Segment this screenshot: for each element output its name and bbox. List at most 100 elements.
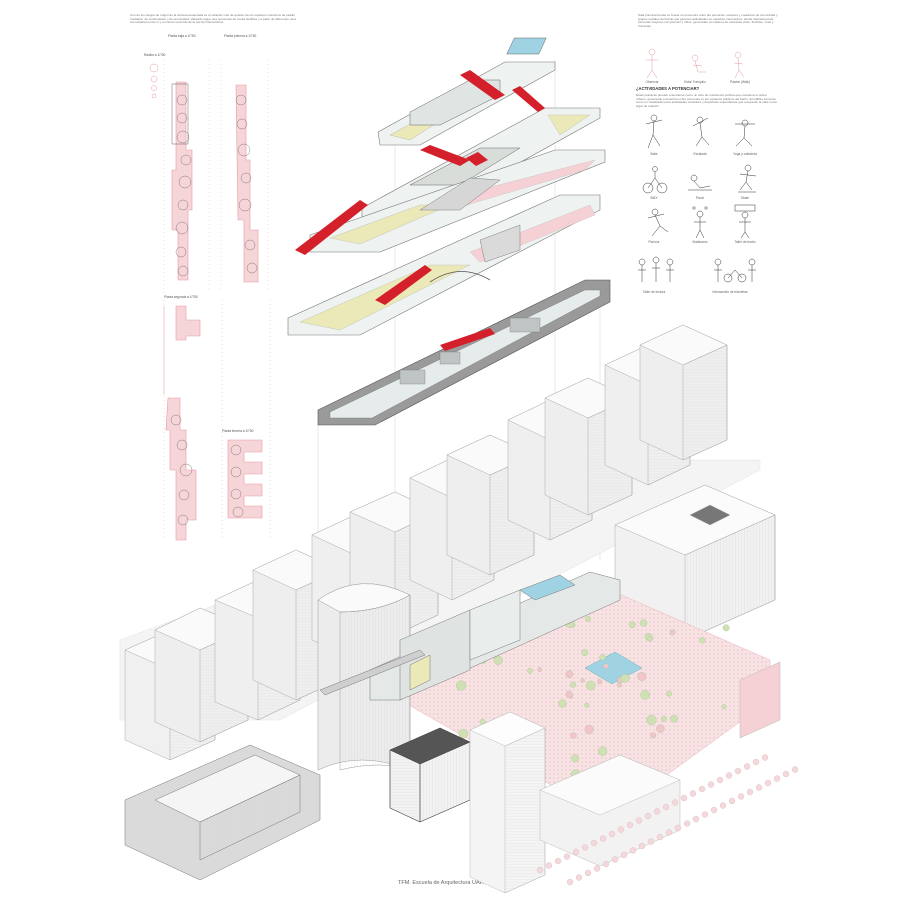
exploded-axonometric: [287, 37, 611, 560]
tree: [458, 729, 469, 739]
street-tree: [611, 856, 619, 863]
street-tree: [692, 815, 700, 823]
tree: [456, 680, 467, 691]
street-tree: [575, 874, 583, 881]
figure-rest: [691, 54, 706, 73]
tree: [571, 769, 581, 780]
tree: [637, 672, 647, 681]
street-tree: [536, 866, 544, 874]
street-tree: [734, 767, 742, 775]
street-tree: [671, 799, 679, 806]
tree: [660, 715, 667, 722]
tree: [585, 615, 591, 622]
street-tree: [638, 842, 646, 850]
activity-label-13: Intercambio de bicicletas: [712, 290, 748, 294]
tree: [584, 702, 590, 708]
street-tree: [566, 878, 574, 886]
street-tree: [707, 781, 715, 788]
tree: [640, 689, 650, 700]
street-tree: [680, 794, 688, 802]
activity-label-6: BMX: [650, 196, 658, 200]
street-tree: [599, 835, 607, 842]
street-tree: [635, 817, 643, 824]
street-tree: [689, 790, 697, 797]
tree: [597, 679, 603, 685]
tree: [479, 718, 486, 725]
plan-second-outline: [175, 305, 201, 341]
tree: [570, 623, 576, 628]
street-tree: [782, 770, 790, 778]
street-tree: [710, 806, 718, 814]
tree: [564, 617, 575, 628]
tree: [474, 774, 482, 782]
tree: [601, 774, 610, 783]
activity-label-7: Picnic: [695, 196, 705, 200]
street-tree: [665, 829, 673, 836]
tree: [443, 757, 449, 763]
activity-label-1: Estar Tranquilo: [684, 80, 706, 84]
street-tree: [629, 847, 637, 854]
street-tree: [662, 803, 670, 811]
layer-second: [361, 107, 601, 219]
street-tree: [563, 853, 571, 860]
street-tree: [674, 824, 682, 832]
street-tree: [593, 865, 601, 872]
park-plaza: [399, 589, 771, 791]
street-tree: [644, 812, 652, 820]
figure-climb: [692, 116, 710, 147]
street-tree: [698, 785, 706, 793]
tree: [568, 693, 574, 699]
figure-juggle: [692, 206, 708, 239]
street-tree: [737, 793, 745, 800]
tree: [639, 619, 648, 627]
tree: [570, 681, 577, 688]
tree: [481, 659, 486, 664]
tree: [620, 673, 630, 683]
intro-left-text: Uno de los rasgos de origen de la azotea…: [130, 13, 297, 25]
front-tower: [469, 711, 546, 894]
tree: [644, 633, 653, 641]
street-tree: [752, 758, 760, 766]
figure-bike-exchange: [714, 258, 756, 283]
plan-first-outline: [235, 84, 259, 283]
activity-label-11: Skate: [740, 196, 750, 200]
tree: [519, 760, 528, 769]
curved-tower: [317, 583, 411, 771]
tree: [571, 754, 580, 763]
activity-label-2: Pasear (Walk): [729, 80, 751, 84]
tree: [558, 699, 567, 708]
tree: [574, 774, 583, 783]
street-tree: [701, 811, 709, 818]
courtyard-block: [614, 484, 776, 641]
front-low-block: [124, 744, 321, 881]
right-foreground-blocks: [539, 661, 781, 867]
figure-theatre: [734, 204, 756, 239]
tree: [743, 695, 749, 700]
tree: [570, 732, 577, 739]
tree: [669, 629, 676, 636]
tree: [580, 678, 585, 683]
street-tree: [617, 826, 625, 833]
tree: [565, 690, 573, 698]
figure-skate: [738, 164, 757, 193]
tree: [537, 667, 542, 672]
tree: [437, 732, 445, 740]
street-tree: [554, 857, 562, 865]
tree: [628, 621, 636, 629]
plan-label-second: Planta segunda a 1/750: [164, 295, 198, 299]
street-tree: [791, 766, 799, 773]
street-tree: [656, 833, 664, 841]
street-tree: [620, 851, 628, 859]
plan-label-third: Planta tercera a 1/750: [222, 429, 254, 433]
tree: [457, 739, 468, 750]
street-tree: [581, 844, 589, 851]
activity-label-4: Escalada: [693, 152, 707, 156]
street-tree: [746, 788, 754, 796]
plan-fourth-outline: [227, 439, 263, 519]
poster-footer: TFM. Escuela de Arquitectura UAH: [398, 880, 484, 886]
plan-label-first: Planta primera a 1/750: [224, 34, 257, 38]
tree: [586, 680, 596, 691]
street-tree: [590, 839, 598, 847]
